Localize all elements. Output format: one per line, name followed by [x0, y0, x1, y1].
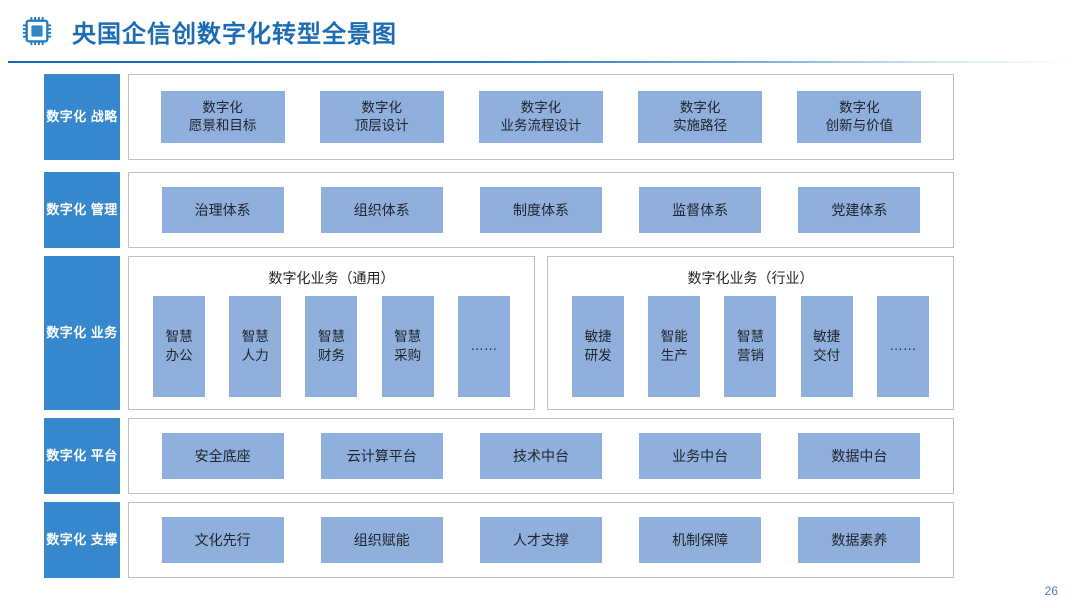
card-strategy-1[interactable]: 数字化 愿景和目标	[160, 91, 285, 143]
card-management-1[interactable]: 治理体系	[161, 187, 284, 233]
card-support-5[interactable]: 数据素养	[798, 517, 921, 563]
header-divider	[8, 61, 1072, 63]
card-business-industry-3[interactable]: 智慧 营销	[724, 296, 777, 397]
row-strategy: 数字化 战略 数字化 愿景和目标 数字化 顶层设计 数字化 业务流程设计 数字化…	[44, 74, 954, 160]
row-platform: 数字化 平台 安全底座 云计算平台 技术中台 业务中台 数据中台	[44, 418, 954, 494]
card-support-2[interactable]: 组织赋能	[320, 517, 443, 563]
business-panel-industry: 数字化业务（行业） 敏捷 研发 智能 生产 智慧 营销 敏捷 交付 ……	[547, 256, 954, 410]
row-tab-support[interactable]: 数字化 支撑	[44, 502, 120, 578]
card-strategy-3[interactable]: 数字化 业务流程设计	[478, 91, 603, 143]
business-panel-industry-title: 数字化业务（行业）	[687, 270, 814, 286]
card-support-1[interactable]: 文化先行	[161, 517, 284, 563]
row-body-management: 治理体系 组织体系 制度体系 监督体系 党建体系	[128, 172, 954, 248]
row-body-strategy: 数字化 愿景和目标 数字化 顶层设计 数字化 业务流程设计 数字化 实施路径 数…	[128, 74, 954, 160]
card-strategy-4[interactable]: 数字化 实施路径	[638, 91, 763, 143]
business-panel-general: 数字化业务（通用） 智慧 办公 智慧 人力 智慧 财务 智慧 采购 ……	[128, 256, 535, 410]
row-tab-strategy[interactable]: 数字化 战略	[44, 74, 120, 160]
row-business: 数字化 业务 数字化业务（通用） 智慧 办公 智慧 人力 智慧 财务 智慧 采购…	[44, 256, 954, 410]
card-business-general-2[interactable]: 智慧 人力	[229, 296, 282, 397]
card-platform-5[interactable]: 数据中台	[798, 433, 921, 479]
card-business-industry-5[interactable]: ……	[876, 296, 929, 397]
business-panel-general-items: 智慧 办公 智慧 人力 智慧 财务 智慧 采购 ……	[141, 296, 522, 397]
card-business-general-4[interactable]: 智慧 采购	[381, 296, 434, 397]
card-management-4[interactable]: 监督体系	[639, 187, 762, 233]
business-panel-industry-items: 敏捷 研发 智能 生产 智慧 营销 敏捷 交付 ……	[560, 296, 941, 397]
card-management-3[interactable]: 制度体系	[479, 187, 602, 233]
card-support-3[interactable]: 人才支撑	[479, 517, 602, 563]
page-number: 26	[1044, 584, 1058, 598]
row-tab-management[interactable]: 数字化 管理	[44, 172, 120, 248]
row-management: 数字化 管理 治理体系 组织体系 制度体系 监督体系 党建体系	[44, 172, 954, 248]
card-business-general-5[interactable]: ……	[457, 296, 510, 397]
card-platform-1[interactable]: 安全底座	[161, 433, 284, 479]
page-header: 央国企信创数字化转型全景图	[0, 0, 1080, 62]
row-tab-platform[interactable]: 数字化 平台	[44, 418, 120, 494]
card-platform-3[interactable]: 技术中台	[479, 433, 602, 479]
card-strategy-2[interactable]: 数字化 顶层设计	[319, 91, 444, 143]
card-management-5[interactable]: 党建体系	[798, 187, 921, 233]
card-business-general-1[interactable]: 智慧 办公	[153, 296, 206, 397]
card-support-4[interactable]: 机制保障	[639, 517, 762, 563]
card-strategy-5[interactable]: 数字化 创新与价值	[797, 91, 922, 143]
card-business-industry-4[interactable]: 敏捷 交付	[800, 296, 853, 397]
card-business-industry-2[interactable]: 智能 生产	[648, 296, 701, 397]
card-platform-4[interactable]: 业务中台	[639, 433, 762, 479]
cpu-chip-icon	[22, 16, 52, 46]
row-support: 数字化 支撑 文化先行 组织赋能 人才支撑 机制保障 数据素养	[44, 502, 954, 578]
row-tab-business[interactable]: 数字化 业务	[44, 256, 120, 410]
card-management-2[interactable]: 组织体系	[320, 187, 443, 233]
card-business-industry-1[interactable]: 敏捷 研发	[572, 296, 625, 397]
card-platform-2[interactable]: 云计算平台	[320, 433, 443, 479]
business-panel-general-title: 数字化业务（通用）	[268, 270, 395, 286]
row-body-support: 文化先行 组织赋能 人才支撑 机制保障 数据素养	[128, 502, 954, 578]
card-business-general-3[interactable]: 智慧 财务	[305, 296, 358, 397]
row-body-business: 数字化业务（通用） 智慧 办公 智慧 人力 智慧 财务 智慧 采购 …… 数字化…	[128, 256, 954, 410]
row-body-platform: 安全底座 云计算平台 技术中台 业务中台 数据中台	[128, 418, 954, 494]
framework-board: 数字化 战略 数字化 愿景和目标 数字化 顶层设计 数字化 业务流程设计 数字化…	[0, 66, 1080, 596]
page-title: 央国企信创数字化转型全景图	[72, 20, 397, 48]
